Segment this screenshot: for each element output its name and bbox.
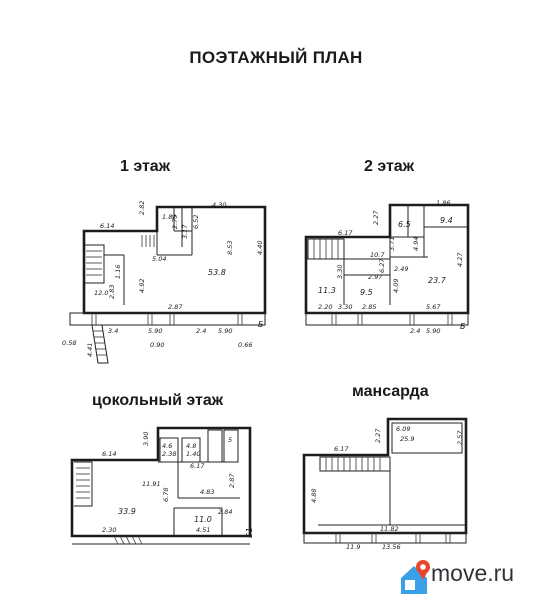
section-mark: Б1 [245,527,254,538]
dim: 5.67 [426,303,441,311]
dim: 6.17 [334,445,349,453]
dim: 2.87 [228,473,236,488]
dim: 4.92 [138,279,146,293]
dim: 6.14 [100,222,114,230]
room-area: 6.5 [398,220,411,229]
floor-label-first: 1 этаж [120,158,171,175]
dim: 6.52 [192,215,200,229]
dim: 1.16 [114,265,122,279]
dim: 0.90 [150,341,164,349]
dim: 25.9 [400,435,414,443]
dim: 3.71 [388,237,396,251]
dim: 6.14 [102,450,116,458]
floor-plan-first: 6.14 2.82 1.82 4.30 2.75 4.40 3.17 6.52 … [62,201,267,364]
dim: 3.4 [108,327,118,335]
dim: 2.84 [218,508,232,516]
room-area: 9.5 [360,288,373,297]
floor-plan-second: 6.17 2.27 1.86 6.5 9.4 4.27 3.71 10.7 4.… [304,199,470,335]
section-mark: Б [460,322,466,331]
dim: 5.04 [152,255,166,263]
dim: 1.86 [436,199,450,207]
dim: 2.83 [108,285,116,299]
floor-plan-attic: 6.09 25.9 6.17 2.27 2.57 11.82 13.56 11.… [302,417,468,551]
dim: 4.6 [162,442,172,450]
dim: 6.09 [396,425,410,433]
floor-label-basement: цокольный этаж [92,392,224,409]
floor-label-attic: мансарда [352,383,429,400]
dim: 5.90 [148,327,162,335]
dim: 8.53 [226,241,234,255]
dim: 4.41 [86,343,94,357]
room-area: 23.7 [428,276,447,285]
dim: 11.91 [142,480,161,488]
dim: 3.30 [338,303,352,311]
dim: 2.49 [394,265,408,273]
dim: 6.27 [378,258,386,273]
floor-label-second: 2 этаж [364,158,415,175]
dim: 2.97 [368,273,383,281]
dim: 10.7 [370,251,385,259]
dim: 2.27 [374,428,382,443]
dim: 2.30 [102,526,116,534]
dim: 4.83 [200,488,214,496]
dim: 0.66 [238,341,252,349]
dim: 4.30 [212,201,226,209]
dim: 12.0 [94,289,108,297]
dim: 4.27 [456,252,464,267]
room-area: 53.8 [208,268,226,277]
page-title: ПОЭТАЖНЫЙ ПЛАН [189,48,363,67]
dim: 2.27 [372,210,380,225]
dim: 1.40 [186,450,200,458]
dim: 2.75 [171,215,179,229]
dim: 2.82 [138,201,146,215]
dim: 2.87 [168,303,183,311]
dim: 2.4 [410,327,420,335]
dim: 2.57 [456,430,464,445]
dim: 4.8 [186,442,196,450]
dim: 6.17 [190,462,205,470]
dim: 3.17 [181,224,189,239]
section-mark: Б [258,320,264,329]
dim: 3.30 [336,265,344,279]
room-area: 11.0 [194,515,212,524]
dim: 13.56 [382,543,401,551]
room-area: 9.4 [440,216,453,225]
dim: 2.38 [162,450,176,458]
dim: 2.85 [362,303,376,311]
dim: 4.40 [256,241,264,255]
dim: 2.20 [318,303,332,311]
dim: 6.78 [162,488,170,502]
room-area: 11.3 [318,286,336,295]
dim: 5.90 [426,327,440,335]
floor-plan-basement: 6.14 3.90 4.6 2.38 4.8 1.40 5 6.17 11.91… [70,426,254,545]
room-area: 33.9 [118,507,136,516]
dim: 4.94 [412,237,420,251]
dim: 2.4 [196,327,206,335]
dim: 5.90 [218,327,232,335]
brand-name: move.ru [431,560,515,586]
dim: 6.17 [338,229,353,237]
dim: 4.09 [392,279,400,293]
dim: 3.90 [142,432,150,446]
move-ru-logo-icon [401,560,430,594]
dim: 4.88 [310,489,318,503]
dim: 0.58 [62,339,76,347]
dim: 1.82 [162,213,176,221]
dim: 5 [228,436,232,444]
dim: 11.82 [380,525,399,533]
dim: 4.51 [196,526,210,534]
dim: 11.9 [346,543,360,551]
